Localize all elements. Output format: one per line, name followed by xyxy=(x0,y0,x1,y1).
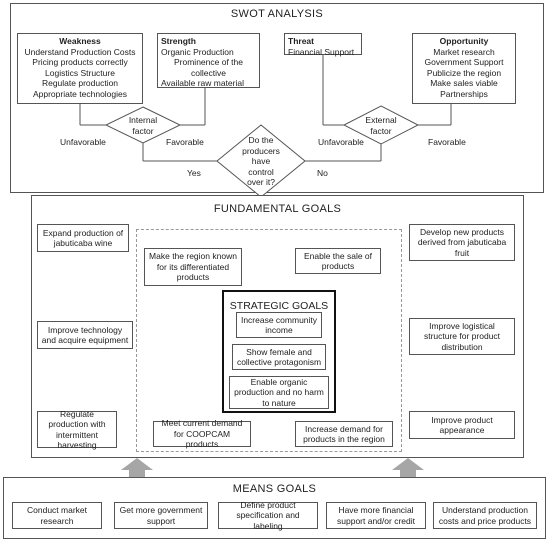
inner-goal: Enable the sale of products xyxy=(295,248,381,274)
means-goal: Have more financial support and/or credi… xyxy=(326,502,426,529)
strength-item: collective xyxy=(191,67,226,78)
opportunity-item: Market research xyxy=(433,46,495,57)
strategic-goal: Enable organic production and no harm to… xyxy=(229,376,329,409)
weakness-item: Logistics Structure xyxy=(45,67,115,78)
inner-goal: Make the region known for its differenti… xyxy=(144,248,242,286)
opportunity-item: Make sales viable xyxy=(430,78,498,88)
fundamental-goal-left: Expand production of jabuticaba wine xyxy=(37,224,129,252)
inner-goals-area xyxy=(136,229,402,452)
control-question-line: over it? xyxy=(247,177,275,187)
unfavorable-left-label: Unfavorable xyxy=(60,137,106,147)
strength-box: Strength Organic Production Prominence o… xyxy=(157,33,260,88)
no-label: No xyxy=(317,168,328,178)
internal-factor-line: Internal xyxy=(128,115,158,125)
favorable-right-label: Favorable xyxy=(428,137,466,147)
weakness-item: Understand Production Costs xyxy=(24,46,136,57)
internal-factor-label: Internal factor xyxy=(113,115,173,136)
fundamental-goal-right: Develop new products derived from jabuti… xyxy=(409,224,515,261)
opportunity-heading: Opportunity xyxy=(439,36,489,46)
inner-goal: Increase demand for products in the regi… xyxy=(295,421,393,447)
means-goals-title: MEANS GOALS xyxy=(232,483,317,495)
opportunity-item: Publicize the region xyxy=(426,67,502,78)
swot-title: SWOT ANALYSIS xyxy=(230,8,324,20)
threat-heading: Threat xyxy=(288,36,314,46)
strategic-goals-title: STRATEGIC GOALS xyxy=(229,300,329,312)
fundamental-goal-left: Improve technology and acquire equipment xyxy=(37,321,133,349)
control-question-line: control xyxy=(248,166,274,177)
up-arrow-icon xyxy=(121,458,153,478)
threat-box: Threat Financial Support xyxy=(284,33,362,57)
favorable-left-label: Favorable xyxy=(166,137,204,147)
opportunity-item: Partnerships xyxy=(440,88,488,99)
strength-item: Organic Production xyxy=(161,46,234,57)
strength-heading: Strength xyxy=(161,36,196,46)
up-arrow-icon xyxy=(392,458,424,478)
external-factor-line: External xyxy=(365,115,397,125)
strategic-goal: Increase community income xyxy=(236,312,322,338)
means-goal: Define product specification and labelin… xyxy=(218,500,318,531)
means-goal: Understand production costs and price pr… xyxy=(433,502,537,529)
fundamental-goal-left: Regulate production with intermittent ha… xyxy=(37,409,117,450)
strength-item: Prominence of the xyxy=(174,57,243,67)
weakness-item: Pricing products correctly xyxy=(32,57,128,67)
control-question: Do the producers have control over it? xyxy=(231,135,291,188)
fundamental-goal-right: Improve logistical structure for product… xyxy=(409,318,515,355)
fundamental-goals-title: FUNDAMENTAL GOALS xyxy=(213,203,342,215)
external-factor-label: External factor xyxy=(351,115,411,136)
opportunity-item: Government Support xyxy=(424,57,504,67)
means-goal: Conduct market research xyxy=(12,502,102,529)
control-question-line: have xyxy=(251,156,271,166)
weakness-heading: Weakness xyxy=(59,36,101,46)
strength-item: Available raw material xyxy=(161,78,244,88)
unfavorable-right-label: Unfavorable xyxy=(318,137,364,147)
yes-label: Yes xyxy=(187,168,201,178)
opportunity-box: Opportunity Market research Government S… xyxy=(412,33,516,104)
means-goal: Get more government support xyxy=(114,502,208,529)
inner-goal: Meet current demand for COOPCAM products xyxy=(153,418,251,449)
control-question-line: producers xyxy=(242,145,280,156)
threat-item: Financial Support xyxy=(288,46,355,57)
weakness-item: Appropriate technologies xyxy=(32,88,128,99)
strategic-goal: Show female and collective protagonism xyxy=(232,344,326,370)
control-question-line: Do the xyxy=(248,135,274,145)
external-factor-line: factor xyxy=(370,125,392,136)
weakness-item: Regulate production xyxy=(41,78,119,88)
weakness-box: Weakness Understand Production Costs Pri… xyxy=(17,33,143,104)
fundamental-goal-right: Improve product appearance xyxy=(409,411,515,439)
internal-factor-line: factor xyxy=(132,125,154,136)
